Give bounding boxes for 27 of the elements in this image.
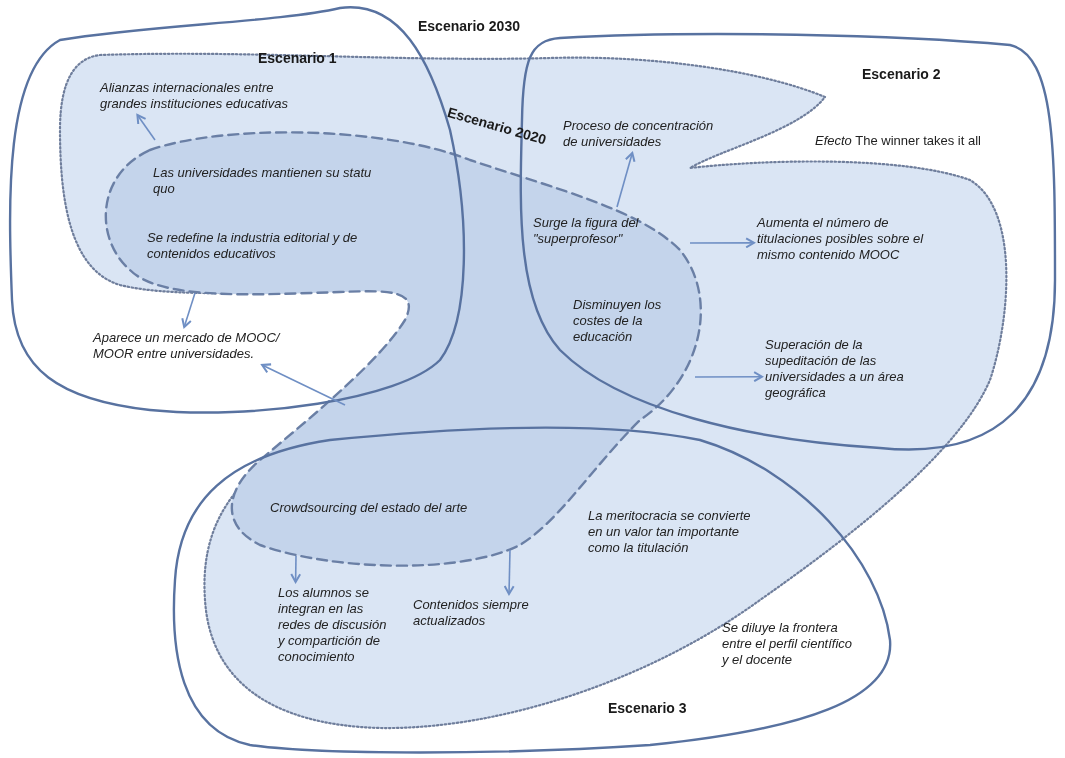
statement-text: Superación de la supeditación de las universidades a un área geográfica — [765, 337, 915, 401]
region-heading: Escenario 2 — [862, 66, 941, 82]
arrow — [261, 363, 346, 406]
statement-text: Aumenta el número de titulaciones posibles sobre el mismo contenido MOOC — [757, 215, 937, 263]
statement-text: Los alumnos se integran en las redes de discusión y compartición de conocimiento — [278, 585, 388, 665]
statement-text: Efecto The winner takes it all — [815, 133, 982, 149]
arrow — [694, 371, 763, 383]
statement-text: Se diluye la frontera entre el perfil científico y el docente — [722, 620, 854, 668]
arrow — [181, 292, 196, 328]
statement-text: Surge la figura del "superprofesor" — [533, 215, 640, 247]
arrow — [689, 237, 755, 249]
arrow — [616, 152, 636, 208]
arrow — [136, 114, 156, 141]
statement-text: Crowdsourcing del estado del arte — [270, 500, 469, 516]
statement-text: Se redefine la industria editorial y de contenidos educativos — [147, 230, 359, 262]
region-heading: Escenario 2030 — [418, 18, 520, 34]
statement-text: Contenidos siempre actualizados — [413, 597, 533, 629]
region-heading: Escenario 3 — [608, 700, 687, 716]
arrow — [290, 555, 302, 583]
statement-text: Disminuyen los costes de la educación — [573, 297, 663, 345]
statement-text: Proceso de concentración de universidades — [563, 118, 728, 150]
statement-text: Alianzas internacionales entre grandes instituciones educativas — [100, 80, 320, 112]
statement-text: Aparece un mercado de MOOC/ MOOR entre universidades. — [93, 330, 283, 362]
arrow — [503, 549, 515, 595]
statement-text: La meritocracia se convierte en un valor tan importante como la titulación — [588, 508, 752, 556]
region-heading: Escenario 1 — [258, 50, 337, 66]
statement-text: Las universidades mantienen su statu quo — [153, 165, 373, 197]
